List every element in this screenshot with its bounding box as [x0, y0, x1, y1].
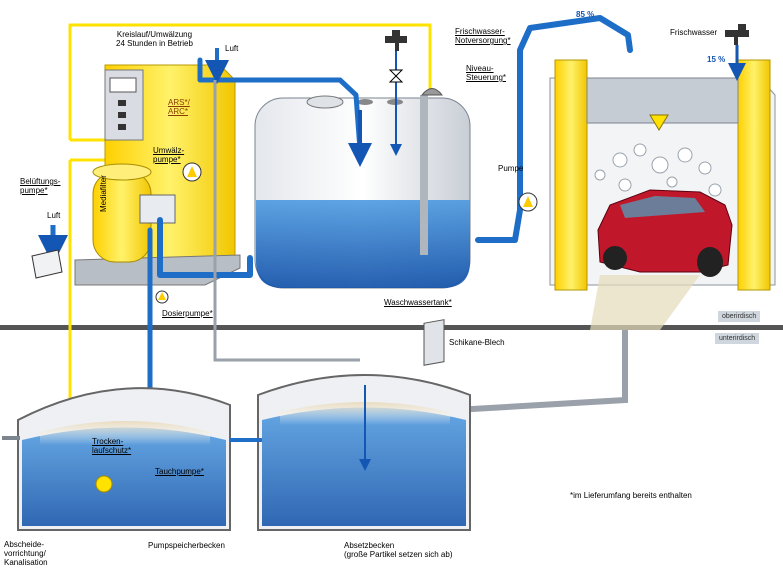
niveau-sensor-cap	[420, 88, 444, 96]
label-absetz-line1: Absetzbecken	[344, 541, 395, 550]
label-ars-line1: ARS*/	[168, 98, 190, 107]
waschwassertank-body	[254, 95, 471, 289]
label-umwaelz-line1: Umwälz-	[153, 146, 185, 155]
label-luft-top: Luft	[225, 44, 239, 53]
label-abscheide-line3: Kanalisation	[4, 558, 48, 567]
label-tauchpumpe: Tauchpumpe*	[155, 467, 204, 476]
label-lieferumfang: *im Lieferumfang bereits enthalten	[570, 491, 692, 500]
pumpspeicher-basin	[17, 387, 231, 531]
pump-icon	[182, 162, 202, 182]
label-kreislauf: Kreislauf/Umwälzung 24 Stunden in Betrie…	[116, 30, 193, 48]
label-niveau-line1: Niveau-	[466, 64, 494, 73]
label-15-percent: 15 %	[707, 55, 726, 64]
tag-oberirdisch: oberirdisch	[718, 311, 761, 322]
label-waschwassertank: Waschwassertank*	[384, 298, 452, 307]
label-abscheidevorrichtung: Abscheide- vorrichtung/ Kanalisation	[4, 540, 48, 567]
pump-icon	[155, 290, 169, 304]
label-niveau-steuerung: Niveau- Steuerung*	[466, 64, 506, 82]
label-belueftung-line2: pumpe*	[20, 186, 48, 195]
label-85-percent: 85 %	[576, 10, 595, 19]
blower-icon	[31, 249, 63, 279]
label-umwaelzpumpe: Umwälz- pumpe*	[153, 146, 184, 164]
label-luft-left: Luft	[47, 211, 61, 220]
label-belueftung-line1: Belüftungs-	[20, 177, 61, 186]
return-pipe	[213, 80, 360, 362]
label-absetz-line2: (große Partikel setzen sich ab)	[344, 550, 453, 559]
car-icon	[597, 189, 733, 277]
label-schikane-blech: Schikane-Blech	[449, 338, 505, 347]
tap-icon	[385, 30, 407, 51]
label-absetzbecken: Absetzbecken (große Partikel setzen sich…	[344, 541, 453, 559]
label-ars-line2: ARC*	[168, 107, 189, 116]
dirty-water-runoff	[590, 275, 700, 330]
label-belueftungspumpe: Belüftungs- pumpe*	[20, 177, 60, 195]
label-frischwasser-notversorgung: Frischwasser- Notversorgung*	[455, 27, 511, 45]
label-pumpspeicherbecken: Pumpspeicherbecken	[148, 541, 225, 550]
label-kreislauf-line1: Kreislauf/Umwälzung	[116, 30, 193, 39]
label-frischwasser-right: Frischwasser	[670, 28, 718, 37]
label-trocken-line2: laufschutz*	[92, 446, 132, 455]
label-niveau-line2: Steuerung*	[466, 73, 507, 82]
label-abscheide-line2: vorrichtung/	[4, 549, 46, 558]
label-pumpe: Pumpe	[498, 164, 524, 173]
label-mediafilter: Mediafilter	[99, 175, 108, 212]
label-kreislauf-line2: 24 Stunden in Betrieb	[116, 39, 193, 48]
float-switch	[95, 475, 113, 493]
pump-icon	[518, 192, 538, 212]
tap-icon	[725, 24, 749, 45]
label-frisch-line2: Notversorgung*	[455, 36, 511, 45]
level-sensor-rods	[420, 95, 428, 255]
mediafilter-tank	[92, 163, 152, 263]
label-trockenlaufschutz: Trocken- laufschutz*	[92, 437, 131, 455]
valve-icon	[388, 69, 404, 83]
label-umwaelz-line2: pumpe*	[153, 155, 181, 164]
foam-bubbles	[594, 143, 722, 197]
label-ars: ARS*/ ARC*	[168, 98, 190, 116]
tag-unterirdisch: unterirdisch	[715, 333, 760, 344]
label-dosierpumpe: Dosierpumpe*	[162, 309, 213, 318]
drain-pipe	[454, 330, 628, 413]
schikane-baffle	[423, 319, 445, 366]
filter-valve-head	[139, 194, 176, 224]
label-trocken-line1: Trocken-	[92, 437, 124, 446]
ground-line	[0, 325, 783, 330]
label-frisch-line1: Frischwasser-	[455, 27, 505, 36]
label-abscheide-line1: Abscheide-	[4, 540, 45, 549]
